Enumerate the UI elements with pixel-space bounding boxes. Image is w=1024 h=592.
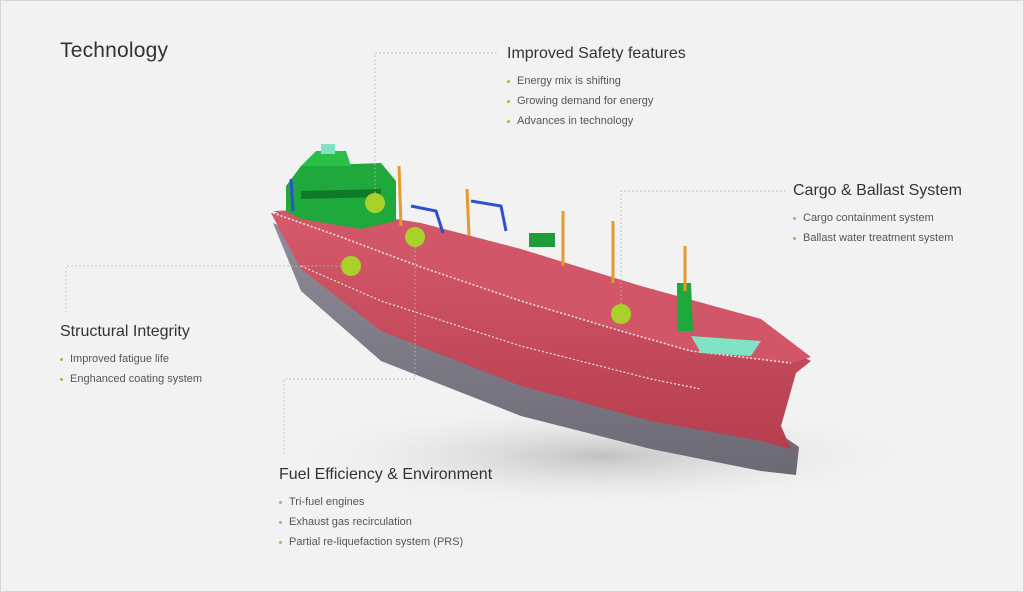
section-safety-list: Energy mix is shifting Growing demand fo… xyxy=(507,71,686,131)
section-structural-list: Improved fatigue life Enghanced coating … xyxy=(60,349,202,389)
cargo-house xyxy=(529,233,555,247)
deck-level xyxy=(301,189,381,199)
page-title: Technology xyxy=(60,39,169,62)
hotspot-structural-icon[interactable] xyxy=(341,256,361,276)
list-item: Enghanced coating system xyxy=(60,369,202,389)
hotspot-fuel-icon[interactable] xyxy=(405,227,425,247)
section-fuel-title: Fuel Efficiency & Environment xyxy=(279,466,493,483)
list-item: Growing demand for energy xyxy=(507,91,686,111)
section-cargo-title: Cargo & Ballast System xyxy=(793,182,962,199)
bridge xyxy=(301,151,351,166)
section-safety-title: Improved Safety features xyxy=(507,45,686,62)
hull-deck xyxy=(273,209,811,363)
list-item: Energy mix is shifting xyxy=(507,71,686,91)
hull-side xyxy=(271,213,811,449)
section-fuel-efficiency: Fuel Efficiency & Environment Tri-fuel e… xyxy=(279,466,492,552)
hotspot-cargo-icon[interactable] xyxy=(611,304,631,324)
section-fuel-list: Tri-fuel engines Exhaust gas recirculati… xyxy=(279,492,492,552)
list-item: Tri-fuel engines xyxy=(279,492,492,512)
leader-lines xyxy=(65,52,786,456)
hotspots xyxy=(341,193,631,324)
section-structural-title: Structural Integrity xyxy=(60,323,190,340)
hotspot-safety-icon[interactable] xyxy=(365,193,385,213)
list-item: Improved fatigue life xyxy=(60,349,202,369)
section-cargo-ballast: Cargo & Ballast System Cargo containment… xyxy=(793,182,962,248)
forward-mast-house xyxy=(677,283,693,331)
deck-railing xyxy=(272,212,792,364)
list-item: Partial re-liquefaction system (PRS) xyxy=(279,532,492,552)
list-item: Advances in technology xyxy=(507,111,686,131)
bow-equipment xyxy=(691,336,761,356)
section-safety-features: Improved Safety features Energy mix is s… xyxy=(507,45,686,131)
deck-masts xyxy=(397,165,687,291)
deck-cranes xyxy=(289,178,508,234)
section-cargo-list: Cargo containment system Ballast water t… xyxy=(793,208,962,248)
list-item: Ballast water treatment system xyxy=(793,228,962,248)
section-structural-integrity: Structural Integrity Improved fatigue li… xyxy=(60,323,202,389)
side-railing xyxy=(300,265,702,390)
radar-mast xyxy=(321,144,335,154)
list-item: Cargo containment system xyxy=(793,208,962,228)
list-item: Exhaust gas recirculation xyxy=(279,512,492,532)
